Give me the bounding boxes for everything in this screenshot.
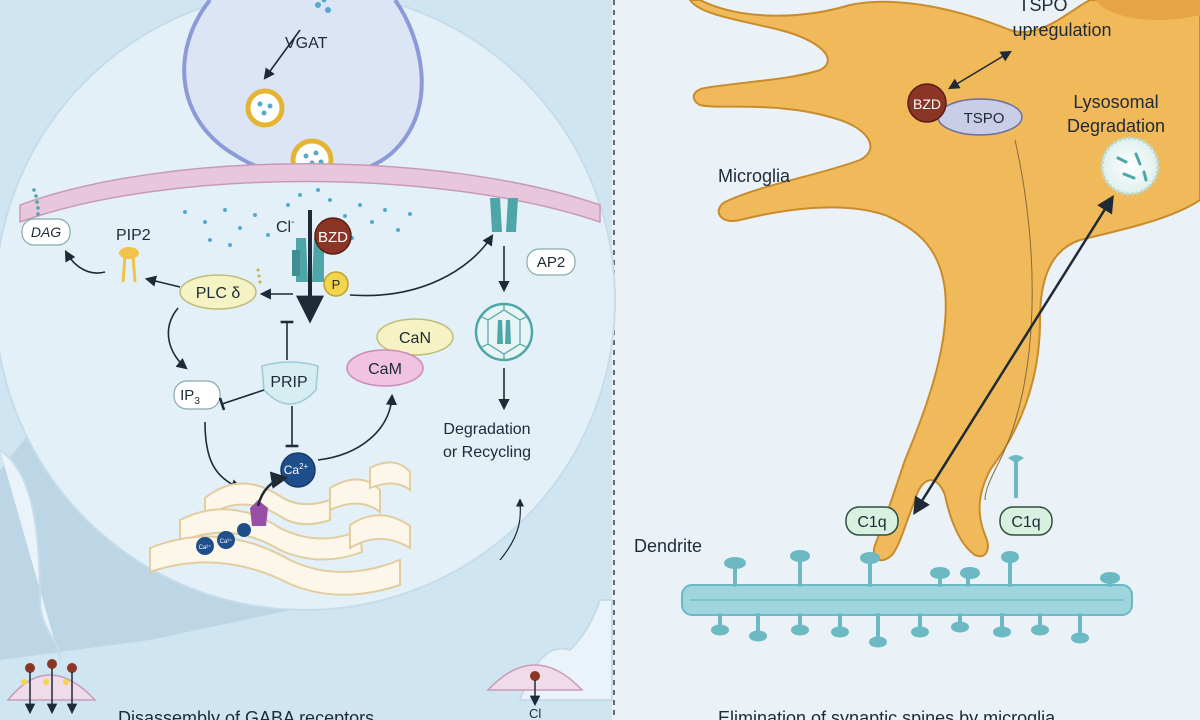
chloride-label: Cl- [276, 217, 294, 236]
spine-left-outline [0, 449, 61, 661]
degradation-label-2: or Recycling [443, 444, 531, 461]
endoplasmic-reticulum [149, 461, 411, 596]
cam-label: CaM [368, 361, 402, 378]
prip-label: PRIP [270, 374, 307, 391]
plc-label: PLC δ [196, 285, 241, 302]
ca-to-cam-arrow [317, 393, 398, 461]
prip-shape [261, 361, 319, 405]
lysosomal-label-1: Lysosomal [1073, 92, 1158, 112]
dendrite-spines-top [724, 550, 1120, 587]
internalization-arrow [349, 234, 494, 297]
tspo-label: TSPO [964, 110, 1005, 127]
dag-label: DAG [31, 224, 61, 240]
c1q-left-box [845, 506, 899, 536]
ap2-box [526, 248, 576, 276]
gaba-dots [183, 188, 412, 247]
engulfed-spine [1008, 455, 1024, 498]
lysosome [1100, 136, 1160, 196]
dendrite-label: Dendrite [634, 536, 702, 556]
prip-inhibit-ip3 [218, 389, 265, 411]
spine-right-receptor [530, 671, 540, 681]
cl-bottom-label: Cl [529, 706, 541, 720]
tspo-upregulation-label-2: upregulation [1012, 20, 1111, 40]
clathrin-vesicle [474, 302, 534, 362]
bottom-left-caption: Disassembly of GABA receptors [118, 708, 374, 720]
lysosomal-label-2: Degradation [1067, 116, 1165, 136]
plc-to-ip3-arrow [167, 307, 188, 370]
phosphate-bubble [323, 271, 349, 297]
microglia-nucleus [1095, 0, 1200, 20]
plc-delta [179, 274, 257, 310]
bzd-microglia-label: BZD [913, 96, 941, 112]
er-calcium-1-label: Ca²⁺ [199, 544, 212, 551]
membrane-receptor-right [490, 198, 502, 232]
phagocytosis-arrow [913, 195, 1114, 515]
bzd-bubble [314, 217, 352, 255]
er-calcium-1 [196, 537, 214, 555]
c1q-right-label: C1q [1011, 514, 1040, 531]
er-calcium-3 [237, 523, 251, 537]
ap2-label: AP2 [537, 254, 565, 271]
plc-to-pip2-arrow [144, 275, 181, 288]
pip2-head [119, 247, 139, 259]
pip2-to-dag-arrow [64, 250, 106, 274]
vesicle-1 [245, 88, 285, 128]
presynaptic-dots [315, 0, 331, 13]
er-calcium-2-label: Ca²⁺ [220, 538, 233, 545]
can-label: CaN [399, 330, 431, 347]
er-calcium-2 [217, 531, 235, 549]
pip2-label: PIP2 [116, 227, 151, 244]
can-bubble [376, 318, 454, 356]
microglia-label: Microglia [718, 166, 791, 186]
vgat-arrow [263, 29, 301, 80]
ip3-receptor [250, 500, 268, 526]
bzd-label: BZD [318, 229, 348, 246]
spine-right-arrow [499, 498, 525, 561]
dendrite-spines-bottom [711, 613, 1089, 648]
cam-bubble [346, 349, 424, 387]
vgat-label: VGAT [285, 35, 328, 52]
ca-release-arrow [256, 471, 289, 507]
tspo-upregulation-arrow [948, 50, 1012, 90]
ip3-label: IP3 [180, 387, 200, 407]
bzd-microglia-bubble [907, 83, 947, 123]
c1q-right-box [999, 506, 1053, 536]
spine-left-receptors [21, 659, 78, 715]
degradation-label-1: Degradation [443, 421, 530, 438]
c1q-left-label: C1q [857, 514, 886, 531]
postsynaptic-membrane [19, 163, 601, 224]
ip3-box [173, 380, 221, 410]
phosphate-label: P [332, 277, 341, 292]
tspo-upregulation-label-1: TSPO [1018, 0, 1067, 15]
bottom-right-caption: Elimination of synaptic spines by microg… [718, 708, 1056, 720]
calcium-ion [280, 452, 316, 488]
lysosome-contents [1116, 152, 1148, 182]
dag-box [21, 218, 71, 246]
